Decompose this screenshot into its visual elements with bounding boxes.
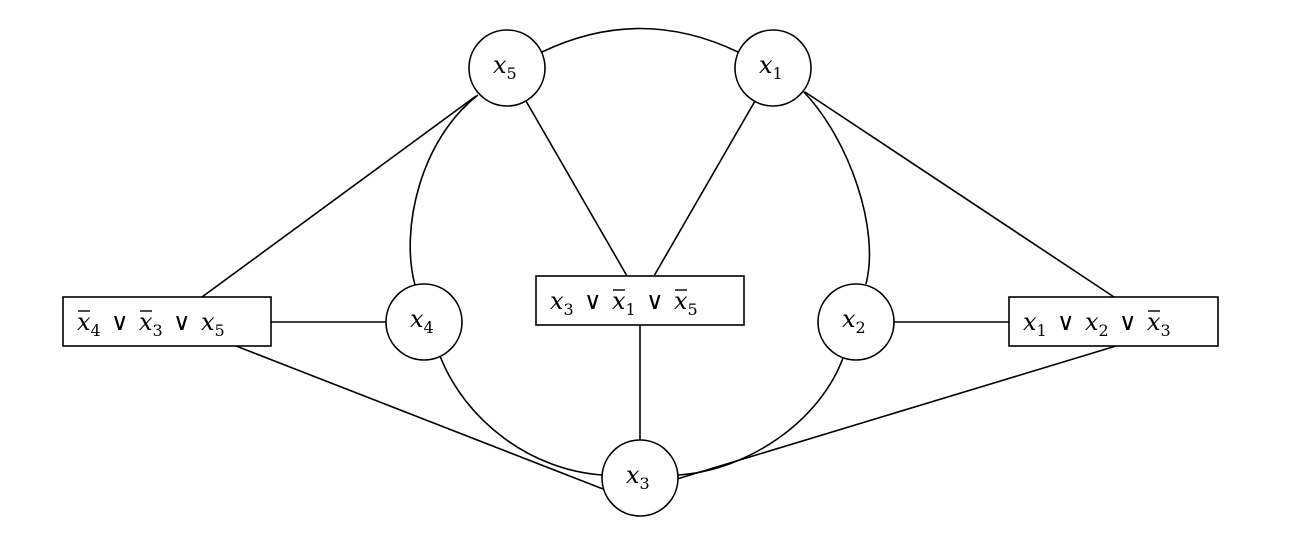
edge-x1-x2 [802, 90, 871, 285]
edge-x3-clause-right [676, 345, 1117, 480]
node-x2: x2 [817, 283, 895, 361]
literal-x5: x5 [674, 287, 698, 319]
edge-x3-clause-left [235, 345, 604, 490]
node-circle [468, 29, 546, 107]
node-label: x2 [842, 305, 866, 337]
literal-x1: x1 [612, 287, 636, 319]
edge-x1-clause-right [804, 91, 1115, 298]
node-x5: x5 [468, 29, 546, 107]
clauses: x4 ∨ x3 ∨ x5 x3 ∨ x1 ∨ x5 x1 ∨ x2 ∨ x3 [62, 275, 1219, 347]
clause-box [1008, 296, 1219, 347]
literal-x3: x3 [550, 287, 574, 319]
node-circle [817, 283, 895, 361]
clause-box [62, 296, 272, 347]
literal-x3: x3 [1147, 308, 1171, 340]
node-label: x5 [493, 51, 517, 83]
or-operator: ∨ [584, 287, 602, 315]
or-operator: ∨ [1057, 308, 1075, 336]
edge-x2-x3 [677, 357, 844, 476]
or-operator: ∨ [173, 308, 191, 336]
node-label: x3 [626, 461, 650, 493]
edges [201, 27, 1117, 490]
clause-box [535, 275, 745, 326]
edge-x5-clause-left [201, 95, 477, 298]
literal-x3: x3 [139, 308, 163, 340]
edge-x3-x4 [439, 355, 603, 476]
node-x3: x3 [601, 439, 679, 517]
edge-x1-clause-center [653, 100, 756, 277]
or-operator: ∨ [646, 287, 664, 315]
or-operator: ∨ [111, 308, 129, 336]
node-circle [601, 439, 679, 517]
clause-center: x3 ∨ x1 ∨ x5 [535, 275, 745, 326]
edge-x5-clause-center [525, 100, 628, 277]
clause-right: x1 ∨ x2 ∨ x3 [1008, 296, 1219, 347]
node-x4: x4 [385, 283, 463, 361]
node-label: x4 [410, 305, 434, 337]
variable-nodes: x5 x1 x4 x2 x3 [385, 29, 895, 517]
edge-x4-x5 [409, 94, 479, 286]
edge-x5-x1 [541, 27, 739, 53]
or-operator: ∨ [1119, 308, 1137, 336]
literal-x2: x2 [1085, 308, 1109, 340]
node-label: x1 [759, 51, 783, 83]
node-circle [734, 29, 812, 107]
literal-x1: x1 [1023, 308, 1047, 340]
node-circle [385, 283, 463, 361]
node-x1: x1 [734, 29, 812, 107]
clause-left: x4 ∨ x3 ∨ x5 [62, 296, 272, 347]
literal-x5: x5 [201, 308, 225, 340]
literal-x4: x4 [77, 308, 101, 340]
